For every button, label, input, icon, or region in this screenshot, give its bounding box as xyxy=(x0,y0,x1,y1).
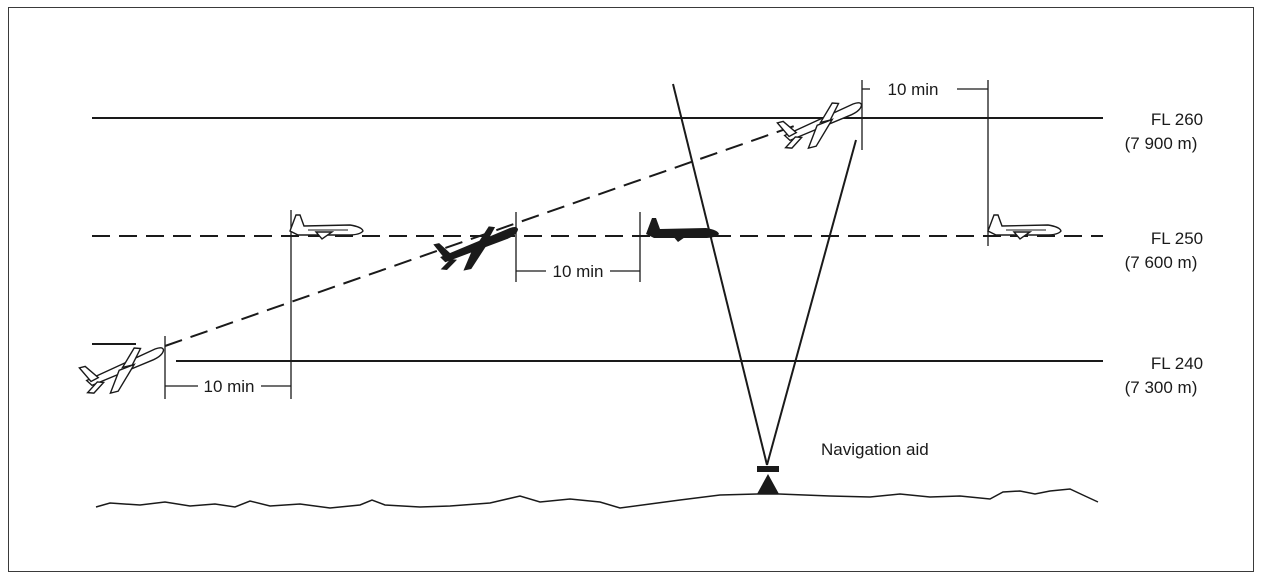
diagram-frame xyxy=(8,7,1254,572)
climb-path xyxy=(164,123,801,347)
fl260-name: FL 260 xyxy=(1151,110,1203,129)
navigation-aid-label: Navigation aid xyxy=(821,440,929,459)
terrain-line xyxy=(95,488,1099,509)
interval-label-fl250: 10 min xyxy=(552,262,603,281)
navigation-aid-icon xyxy=(757,466,779,494)
interval-label-fl260: 10 min xyxy=(887,80,938,99)
fl250-name: FL 250 xyxy=(1151,229,1203,248)
navaid-beam-right xyxy=(766,139,857,466)
fl240-altitude: (7 300 m) xyxy=(1125,378,1198,397)
fl260-altitude: (7 900 m) xyxy=(1125,134,1198,153)
aircraft-fl250-mid-icon xyxy=(646,218,719,242)
aircraft-climbing-start-icon xyxy=(77,340,172,400)
navaid-beam-left xyxy=(672,83,768,466)
fl250-altitude: (7 600 m) xyxy=(1125,253,1198,272)
aircraft-fl250-right-icon xyxy=(987,214,1062,240)
interval-label-fl240: 10 min xyxy=(203,377,254,396)
aircraft-fl250-left-icon xyxy=(289,214,364,240)
fl240-name: FL 240 xyxy=(1151,354,1203,373)
